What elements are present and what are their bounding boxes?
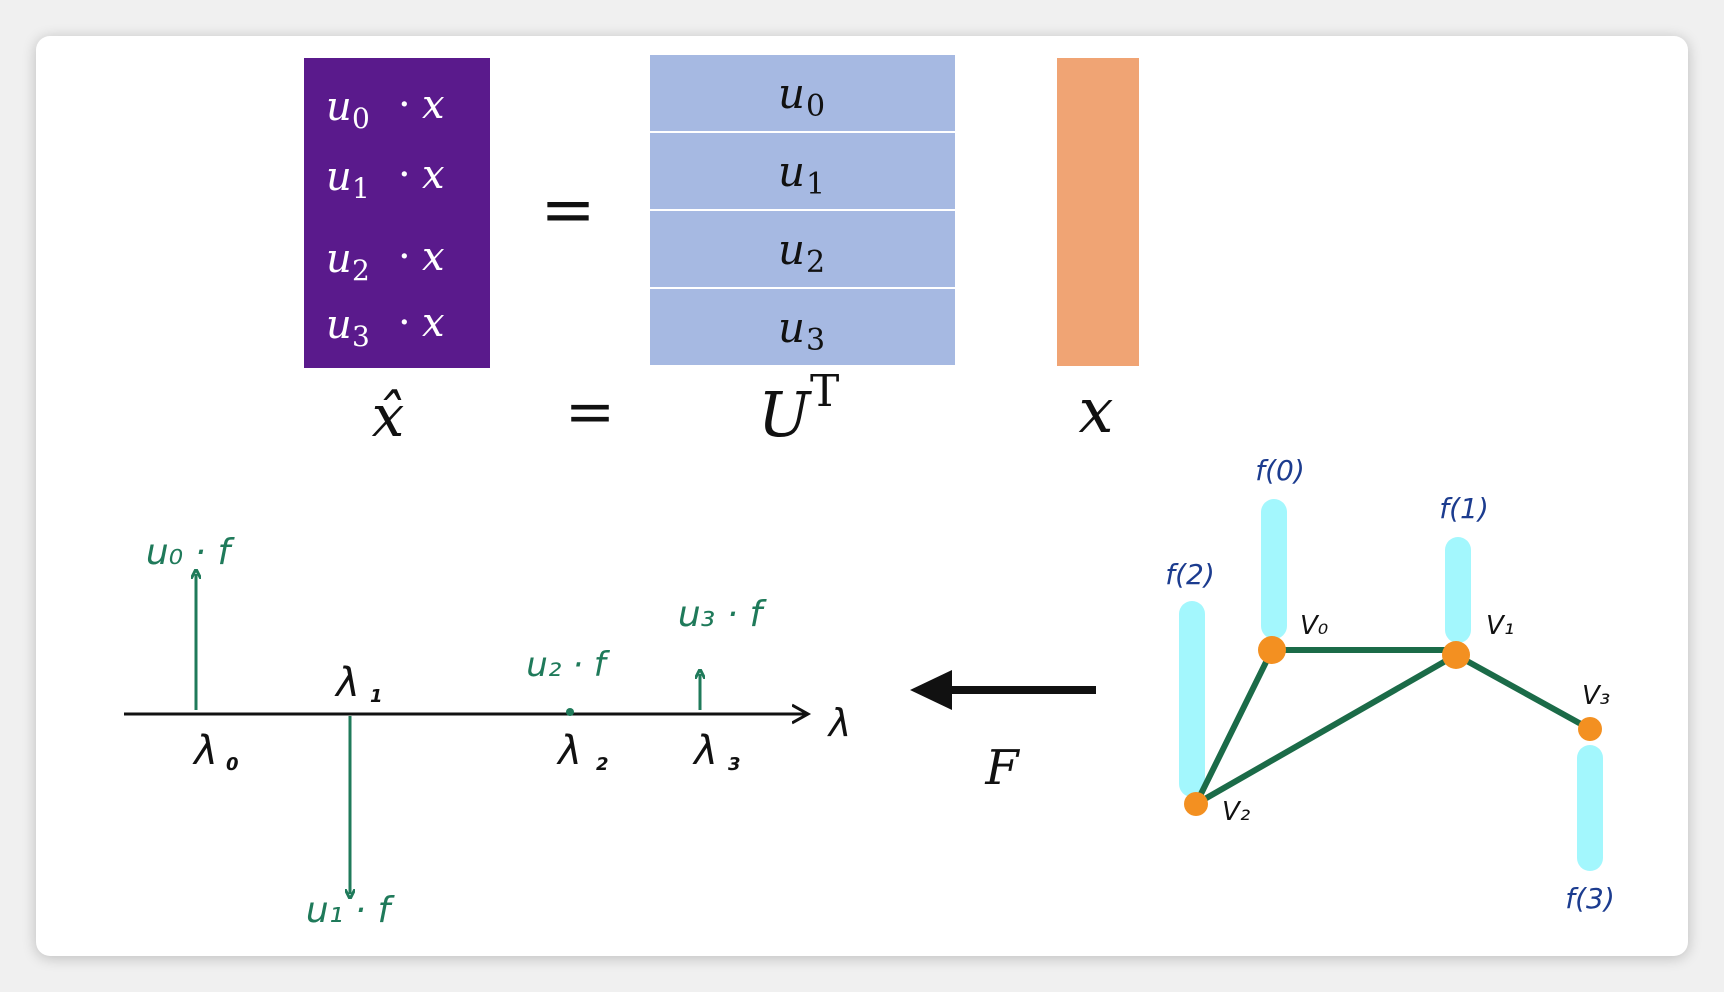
graph-nodes [1184,636,1602,816]
graph-edge [1453,652,1593,732]
graph-group: V₀ V₁ V₂ V₃ f(0) f(1) f(2) f(3) [1165,454,1615,915]
graph-node [1258,636,1286,664]
equation-group: u 0 · x u 1 · x u 2 · x u 3 · x = [304,55,1139,451]
coefficient-label: u₀ · f [146,532,236,573]
equals-sign-bottom: = [565,377,615,447]
label-xhat: x̂ [372,382,405,450]
svg-text:1: 1 [806,167,825,202]
svg-text:u: u [326,302,352,348]
node-label: V₂ [1222,797,1250,827]
label-x: x [1079,374,1114,447]
svg-text:0: 0 [806,89,825,124]
node-labels: V₀ V₁ V₂ V₃ [1222,611,1610,827]
svg-text:3: 3 [352,320,370,353]
eigenvalue-tick-label: λ 0 [192,728,238,775]
svg-text:1: 1 [370,686,383,707]
ut-row: u 0 [778,69,825,124]
ut-row: u 1 [778,147,825,202]
svg-text:λ: λ [692,728,718,774]
label-ut-superscript: T [810,366,839,417]
graph-node [1184,792,1208,816]
xhat-row: u 2 · x [326,234,445,287]
eigenvalue-tick-label: λ 2 [556,728,608,775]
label-ut: U [758,378,812,451]
transform-label: F [984,740,1020,796]
svg-text:1: 1 [352,172,370,205]
svg-text:u: u [778,69,805,118]
svg-text:·: · [398,152,411,198]
svg-text:2: 2 [352,254,370,287]
signal-bars [1179,499,1603,871]
svg-text:x: x [422,82,445,128]
svg-text:u: u [326,154,352,200]
svg-text:u: u [778,147,805,196]
ut-row: u 2 [778,225,825,280]
lambda-axis-label: λ [827,701,852,745]
xhat-row: u 3 · x [326,300,445,353]
signal-label: f(3) [1565,882,1615,915]
graph-node [1578,717,1602,741]
coefficient-label: u₁ · f [306,890,396,931]
svg-text:·: · [398,82,411,128]
signal-label: f(0) [1255,454,1305,487]
coefficient-label: u₃ · f [678,594,768,635]
eigenvalue-tick-label: λ 1 [334,660,382,707]
svg-text:·: · [398,234,411,280]
svg-text:x: x [422,300,445,346]
node-label: V₃ [1582,681,1610,711]
svg-text:2: 2 [806,245,825,280]
graph-node [1442,641,1470,669]
eigenvalue-tick-label: λ 3 [692,728,740,775]
equals-sign-top: = [540,171,595,248]
xhat-row: u 0 · x [326,82,445,135]
signal-labels: f(0) f(1) f(2) f(3) [1165,454,1615,915]
svg-text:u: u [778,303,805,352]
graph-edge [1193,647,1275,807]
svg-text:λ: λ [192,728,218,774]
coefficient-label: u₂ · f [526,645,611,685]
svg-text:u: u [778,225,805,274]
x-vector [1057,58,1139,366]
svg-text:λ: λ [334,660,360,706]
coefficient-point [566,708,574,716]
spectrum-plot: λ λ 0 λ 1 λ 2 λ 3 u₀ · f u₁ · f u₂ · f u… [124,532,851,931]
graph-edge [1193,652,1459,807]
signal-label: f(1) [1439,492,1489,525]
transform-arrow: F [910,670,1096,796]
svg-text:0: 0 [226,754,239,775]
signal-label: f(2) [1165,558,1215,591]
svg-text:2: 2 [596,754,609,775]
svg-text:x: x [422,234,445,280]
graph-edges [1193,647,1593,807]
svg-text:λ: λ [556,728,582,774]
node-label: V₀ [1300,611,1329,641]
svg-text:3: 3 [806,323,825,358]
xhat-row: u 1 · x [326,152,445,205]
xhat-matrix [304,58,490,368]
ut-matrix [650,55,955,365]
svg-text:x: x [422,152,445,198]
svg-text:·: · [398,300,411,346]
node-label: V₁ [1486,611,1514,641]
svg-text:u: u [326,84,352,130]
ut-row: u 3 [778,303,825,358]
svg-text:3: 3 [728,754,741,775]
svg-text:u: u [326,236,352,282]
svg-text:0: 0 [352,102,370,135]
